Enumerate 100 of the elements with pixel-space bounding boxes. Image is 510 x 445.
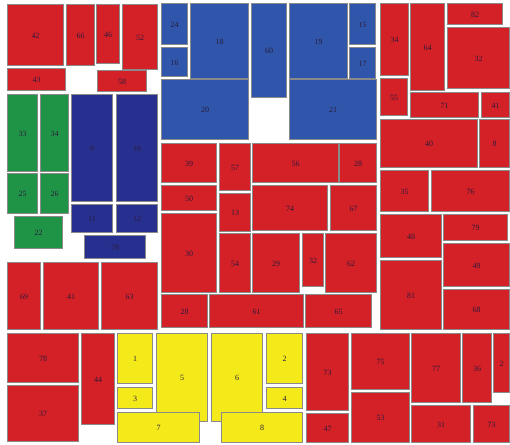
room-number: 47 bbox=[324, 424, 332, 432]
room-number: 69 bbox=[20, 292, 28, 300]
room-number: 77 bbox=[432, 364, 440, 372]
room-block bbox=[7, 262, 41, 330]
room-number: 44 bbox=[94, 374, 102, 384]
room-number: 53 bbox=[376, 413, 384, 422]
room-number: 11 bbox=[88, 214, 96, 223]
room-number: 28 bbox=[354, 158, 362, 168]
room-block bbox=[96, 4, 120, 64]
room-number: 20 bbox=[201, 105, 209, 114]
room-number: 42 bbox=[32, 30, 40, 40]
room-block bbox=[443, 243, 510, 287]
room-number: 41 bbox=[67, 292, 75, 300]
room-number: 25 bbox=[18, 189, 26, 198]
room-block bbox=[101, 262, 158, 330]
room-block bbox=[219, 193, 251, 232]
room-block bbox=[252, 143, 339, 183]
room-number: 60 bbox=[265, 46, 273, 55]
room-number: 62 bbox=[347, 258, 355, 268]
room-number: 3 bbox=[133, 394, 137, 402]
room-number: 35 bbox=[400, 186, 408, 196]
room-block bbox=[156, 333, 208, 422]
room-block bbox=[302, 233, 324, 287]
room-block bbox=[289, 3, 348, 79]
room-number: 78 bbox=[39, 354, 47, 362]
room-number: 74 bbox=[286, 204, 294, 212]
room-number: 46 bbox=[104, 30, 112, 38]
room-block bbox=[219, 233, 251, 293]
room-number: 73 bbox=[488, 420, 496, 428]
room-number: 18 bbox=[216, 36, 224, 46]
room-number: 1 bbox=[133, 354, 137, 363]
room-block bbox=[43, 262, 99, 330]
room-number: 10 bbox=[133, 144, 141, 152]
room-number: 71 bbox=[440, 100, 448, 110]
room-block bbox=[7, 94, 38, 172]
room-number: 43 bbox=[32, 75, 40, 84]
room-block bbox=[266, 387, 303, 409]
room-number: 6 bbox=[235, 373, 239, 382]
room-number: 2 bbox=[500, 358, 504, 368]
room-block bbox=[97, 70, 147, 92]
room-block bbox=[84, 235, 146, 259]
room-block bbox=[161, 47, 188, 77]
room-number: 2 bbox=[282, 354, 286, 363]
room-block bbox=[443, 214, 508, 241]
room-number: 39 bbox=[185, 158, 193, 168]
room-block bbox=[252, 185, 328, 231]
room-block bbox=[380, 260, 442, 330]
room-block bbox=[71, 94, 113, 202]
room-number: 34 bbox=[50, 128, 58, 138]
room-number: 41 bbox=[492, 100, 500, 110]
room-block bbox=[349, 47, 376, 79]
room-number: 58 bbox=[118, 76, 126, 86]
room-number: 30 bbox=[185, 248, 193, 258]
room-block bbox=[411, 405, 471, 443]
room-block bbox=[325, 233, 377, 293]
room-block bbox=[81, 333, 115, 425]
room-block bbox=[431, 170, 510, 212]
room-number: 8 bbox=[492, 139, 496, 148]
room-block bbox=[289, 79, 377, 140]
room-block bbox=[252, 233, 300, 293]
room-number: 78 bbox=[111, 242, 119, 252]
room-number: 73 bbox=[324, 368, 332, 376]
room-number: 64 bbox=[424, 42, 432, 52]
room-number: 55 bbox=[390, 92, 398, 102]
room-block bbox=[190, 3, 249, 79]
room-number: 52 bbox=[136, 32, 144, 42]
room-block bbox=[349, 3, 376, 45]
room-number: 48 bbox=[407, 232, 415, 240]
room-block bbox=[116, 94, 158, 202]
room-block bbox=[339, 143, 377, 183]
room-block bbox=[305, 294, 372, 328]
room-block bbox=[306, 413, 349, 443]
room-block bbox=[40, 173, 69, 214]
room-number: 66 bbox=[76, 30, 84, 40]
room-number: 33 bbox=[18, 128, 26, 138]
room-number: 63 bbox=[126, 292, 134, 300]
room-block bbox=[251, 3, 287, 98]
room-block bbox=[380, 3, 409, 76]
room-block bbox=[351, 392, 410, 443]
room-block bbox=[40, 94, 69, 172]
room-block bbox=[161, 213, 217, 293]
room-block bbox=[161, 185, 217, 211]
room-number: 36 bbox=[473, 364, 481, 372]
room-block bbox=[410, 92, 479, 118]
room-number: 54 bbox=[231, 258, 239, 268]
room-block bbox=[116, 204, 158, 233]
room-block bbox=[7, 68, 66, 91]
room-block bbox=[161, 79, 249, 140]
room-number: 24 bbox=[170, 20, 178, 28]
room-number: 32 bbox=[309, 256, 317, 264]
room-number: 50 bbox=[185, 194, 193, 202]
room-block bbox=[306, 333, 349, 411]
room-block bbox=[161, 3, 188, 45]
room-block bbox=[380, 170, 429, 212]
room-block bbox=[411, 333, 461, 403]
room-number: 61 bbox=[252, 306, 260, 316]
room-number: 5 bbox=[180, 373, 184, 382]
room-number: 31 bbox=[437, 420, 445, 428]
room-number: 40 bbox=[425, 139, 433, 148]
room-block bbox=[481, 92, 510, 118]
